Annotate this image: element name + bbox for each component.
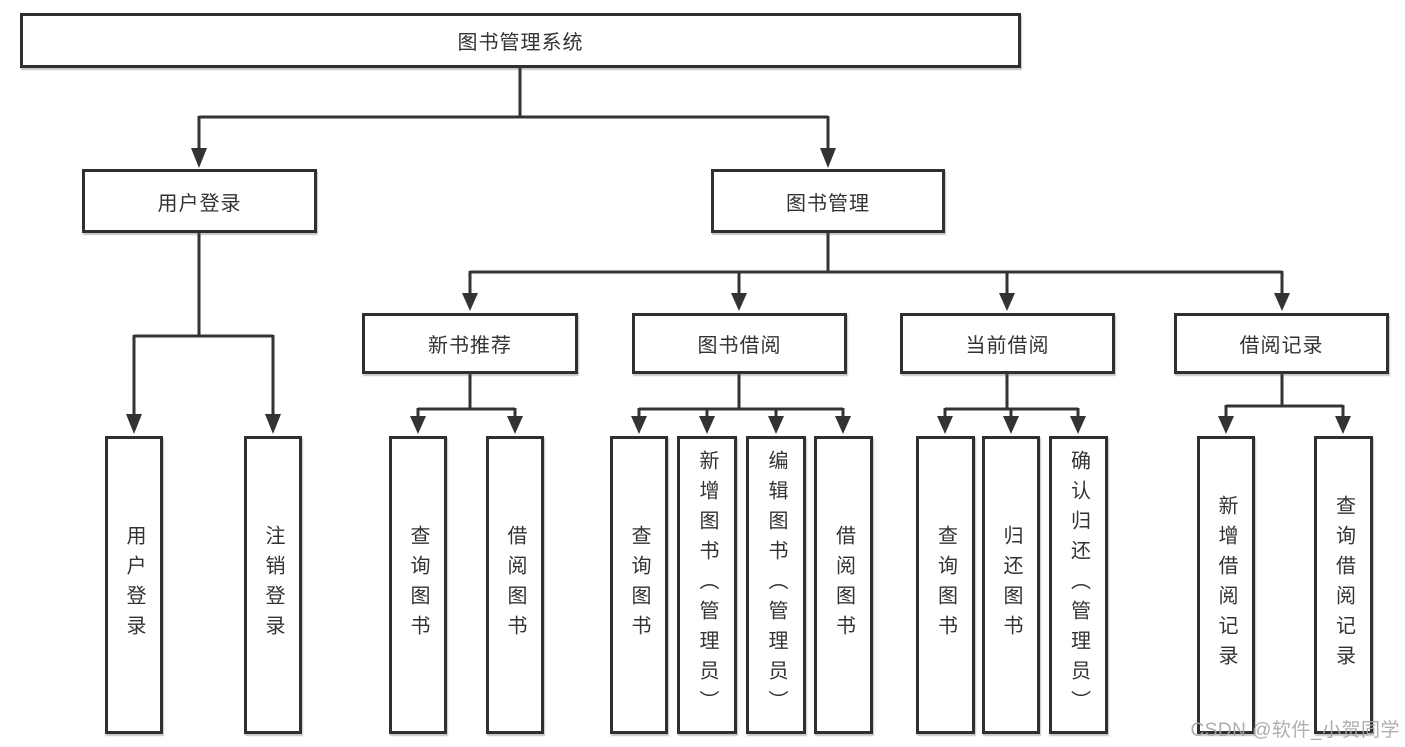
edge-book-borrow-to-leaves (631, 374, 851, 434)
node-book-management-label: 图书管理 (786, 192, 870, 215)
leaf-user-login: 用户登录 (105, 436, 163, 734)
leaf-add-borrow-record: 新增借阅记录 (1197, 436, 1255, 734)
leaf-borrow-book-2: 借阅图书 (814, 436, 873, 734)
leaf-edit-book-admin-label: 编辑图书（管理员） (765, 450, 787, 720)
node-new-book-recommend: 新书推荐 (362, 313, 578, 374)
node-book-management: 图书管理 (711, 169, 945, 233)
leaf-query-book-2: 查询图书 (610, 436, 668, 734)
node-book-borrow: 图书借阅 (632, 313, 847, 374)
node-current-borrow-label: 当前借阅 (965, 335, 1050, 357)
leaf-query-book-2-label: 查询图书 (628, 525, 650, 645)
leaf-query-book-1: 查询图书 (389, 436, 447, 734)
node-current-borrow: 当前借阅 (900, 313, 1115, 374)
node-root-label: 图书管理系统 (457, 32, 584, 54)
leaf-add-borrow-record-label: 新增借阅记录 (1215, 495, 1237, 675)
leaf-return-book-label: 归还图书 (1000, 525, 1022, 645)
leaf-confirm-return-admin-label: 确认归还（管理员） (1067, 450, 1090, 720)
edge-root-to-level2 (191, 68, 836, 168)
leaf-query-borrow-record: 查询借阅记录 (1314, 436, 1373, 734)
leaf-query-book-3-label: 查询图书 (934, 525, 957, 645)
edge-book-management-to-level3 (462, 233, 1290, 311)
leaf-edit-book-admin: 编辑图书（管理员） (746, 436, 806, 734)
leaf-borrow-book-1: 借阅图书 (486, 436, 544, 734)
edge-user-login-to-leaves (126, 233, 281, 434)
leaf-confirm-return-admin: 确认归还（管理员） (1049, 436, 1108, 734)
csdn-watermark: CSDN @软件_小贺同学 (1190, 720, 1400, 741)
leaf-return-book: 归还图书 (982, 436, 1040, 734)
leaf-add-book-admin-label: 新增图书（管理员） (696, 450, 718, 720)
node-new-book-recommend-label: 新书推荐 (428, 335, 512, 357)
leaf-query-book-1-label: 查询图书 (407, 525, 429, 645)
leaf-logout-label: 注销登录 (262, 525, 284, 645)
leaf-logout: 注销登录 (244, 436, 302, 734)
leaf-add-book-admin: 新增图书（管理员） (677, 436, 737, 734)
node-book-borrow-label: 图书借阅 (697, 335, 782, 357)
leaf-query-book-3: 查询图书 (916, 436, 975, 734)
edge-current-borrow-to-leaves (937, 374, 1086, 434)
node-borrow-records-label: 借阅记录 (1239, 335, 1324, 357)
leaf-borrow-book-1-label: 借阅图书 (504, 525, 526, 645)
node-user-login: 用户登录 (82, 169, 317, 233)
node-borrow-records: 借阅记录 (1174, 313, 1389, 374)
node-user-login-label: 用户登录 (157, 192, 242, 215)
leaf-user-login-label: 用户登录 (123, 525, 145, 645)
leaf-query-borrow-record-label: 查询借阅记录 (1332, 495, 1355, 675)
edge-new-book-recommend-to-leaves (410, 374, 523, 434)
leaf-borrow-book-2-label: 借阅图书 (832, 525, 855, 645)
node-root: 图书管理系统 (20, 13, 1021, 68)
edge-borrow-records-to-leaves (1218, 374, 1351, 434)
